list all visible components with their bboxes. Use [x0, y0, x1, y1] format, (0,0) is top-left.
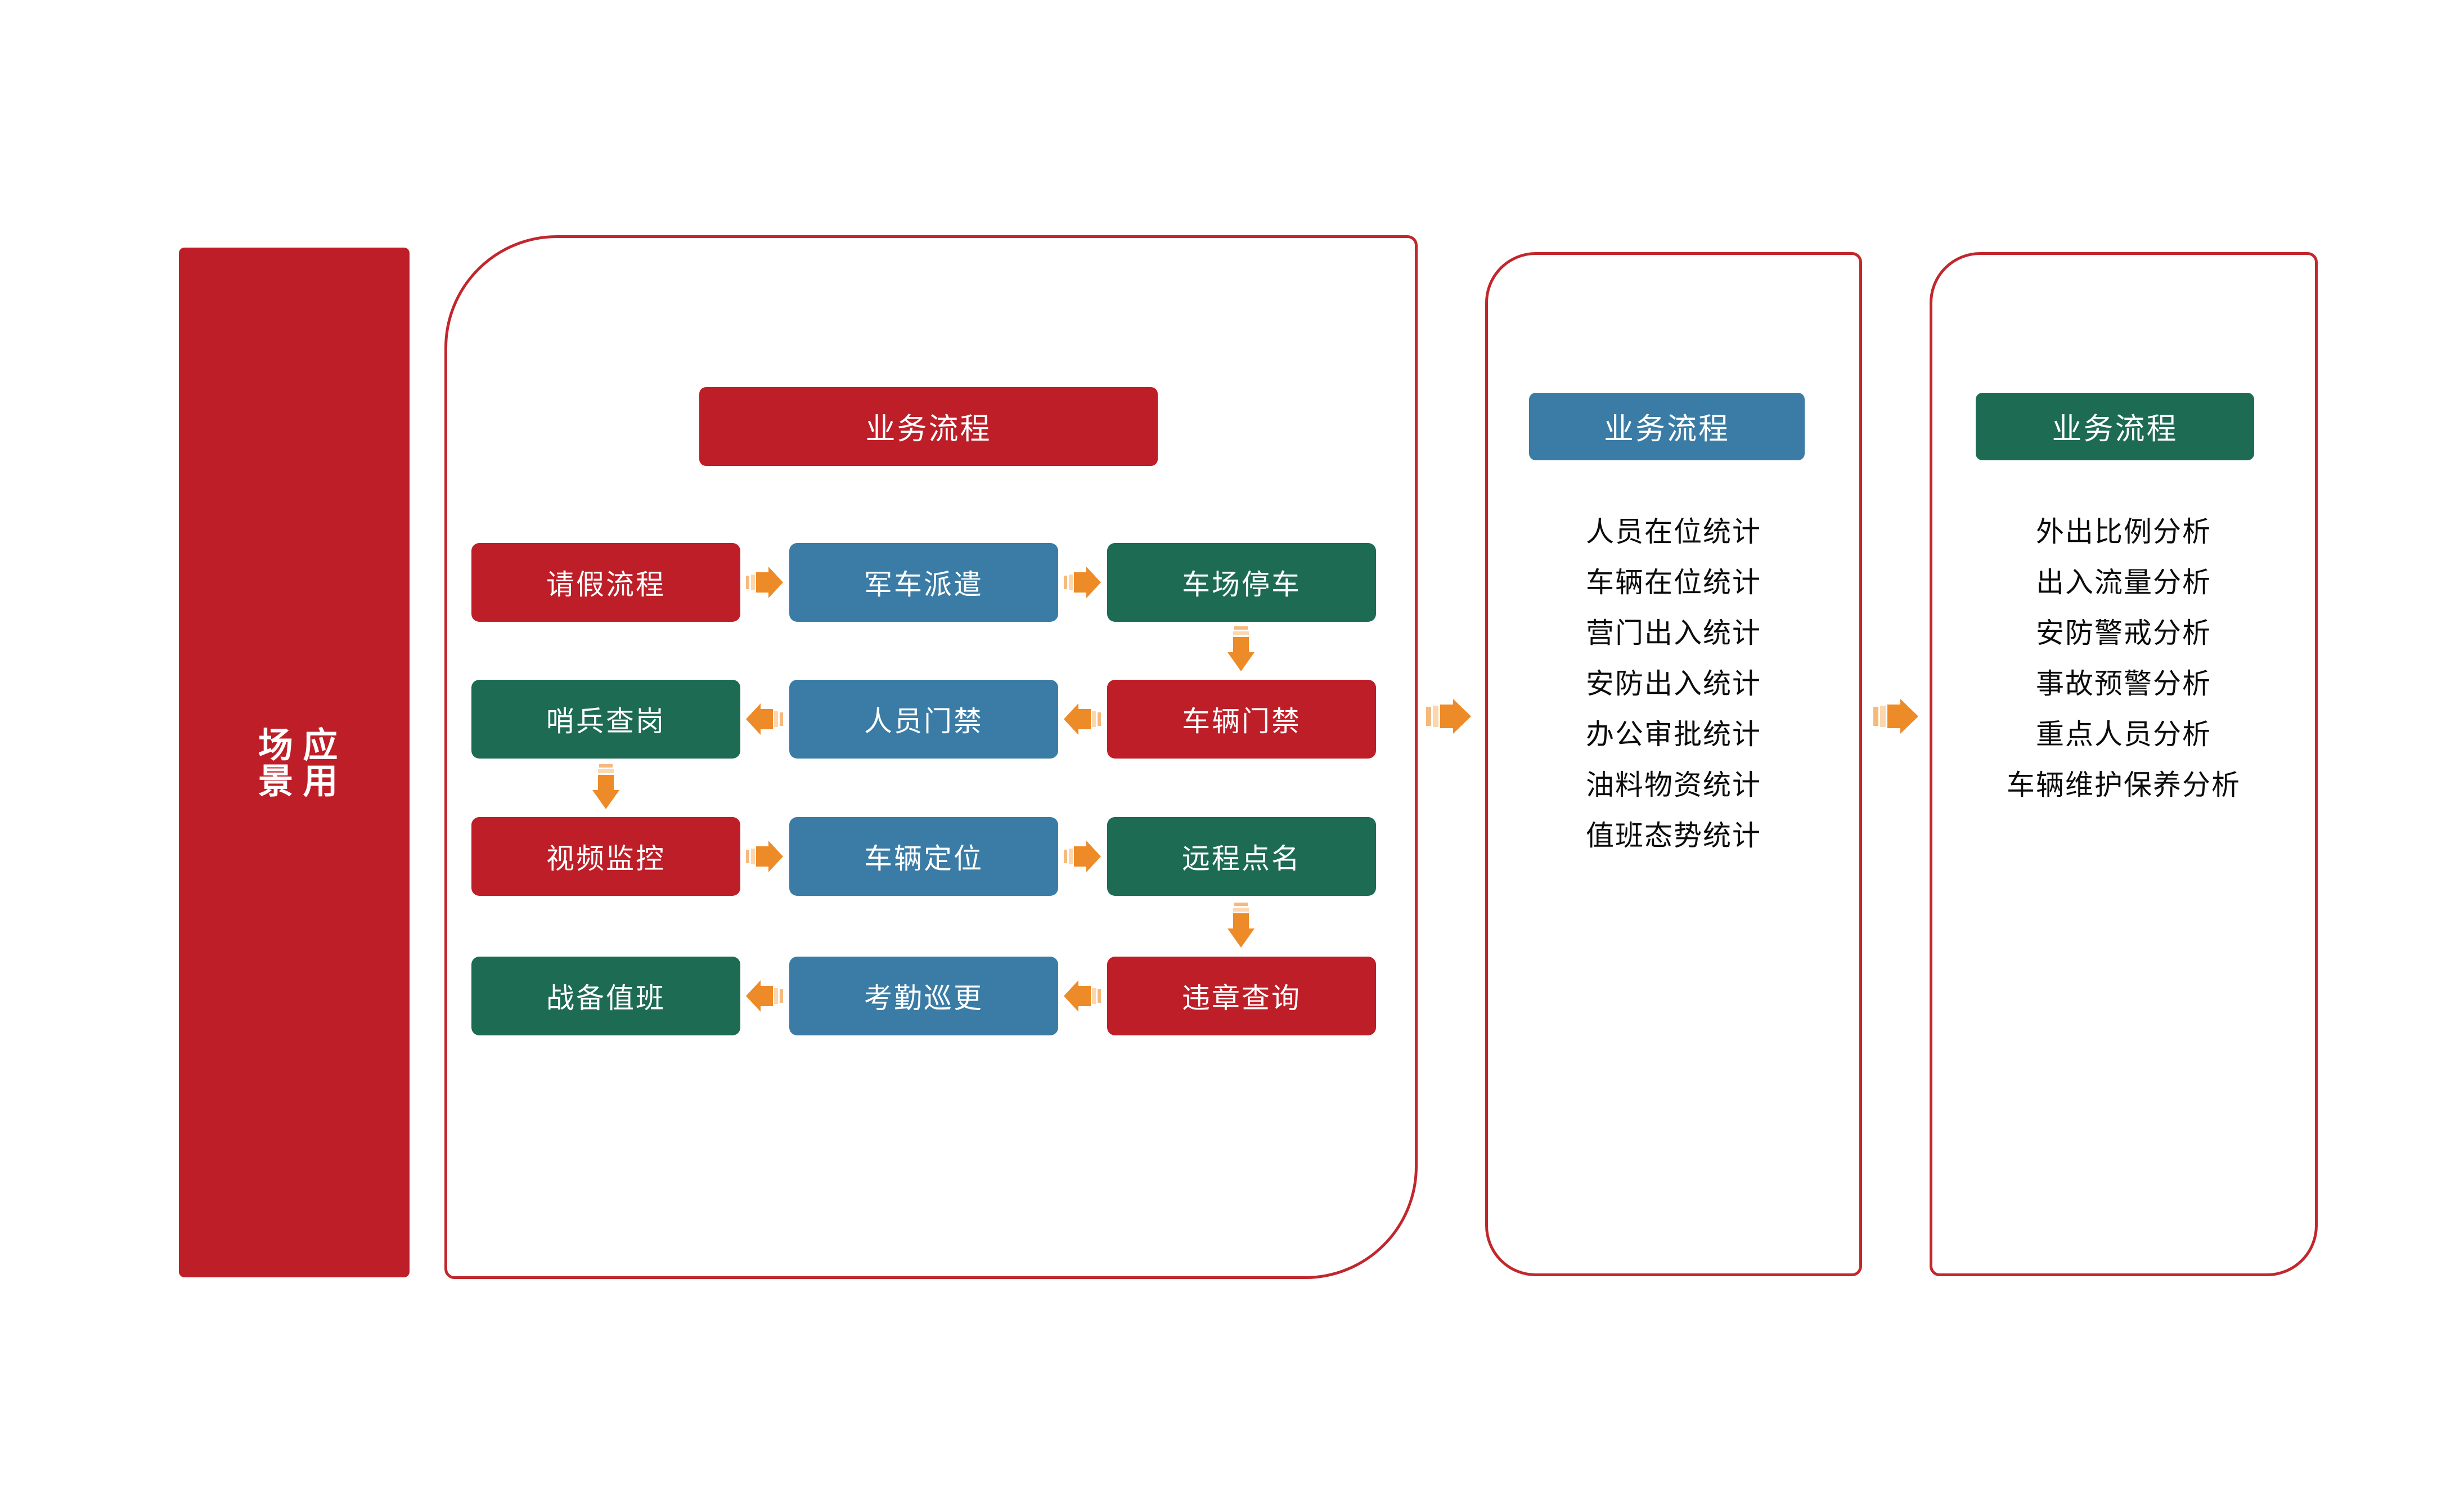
arrow-left-icon [1064, 703, 1101, 735]
list-item[interactable]: 值班态势统计 [1586, 820, 1761, 851]
arrow-left-icon [1064, 980, 1101, 1012]
flow-box-video-surveillance[interactable]: 视频监控 [471, 817, 740, 896]
list-item[interactable]: 重点人员分析 [2036, 719, 2211, 750]
flow-box-remote-roll-call[interactable]: 远程点名 [1107, 817, 1376, 896]
flow-box-sentry-check[interactable]: 哨兵查岗 [471, 680, 740, 759]
flow-box-vehicle-access[interactable]: 车辆门禁 [1107, 680, 1376, 759]
list-item[interactable]: 车辆维护保养分析 [2007, 769, 2241, 801]
application-scenario-banner: 应用 场景 [179, 248, 410, 1277]
arrow-right-icon [1426, 699, 1471, 734]
list-item[interactable]: 安防出入统计 [1586, 668, 1761, 699]
list-item[interactable]: 外出比例分析 [2036, 516, 2211, 548]
flow-box-personnel-access[interactable]: 人员门禁 [789, 680, 1058, 759]
list-item[interactable]: 事故预警分析 [2036, 668, 2211, 699]
statistics-item-list: 人员在位统计 车辆在位统计 营门出入统计 安防出入统计 办公审批统计 油料物资统… [1496, 518, 1851, 872]
arrow-right-icon [1064, 841, 1101, 872]
arrow-right-icon [1064, 567, 1101, 598]
list-item[interactable]: 油料物资统计 [1586, 769, 1761, 801]
list-item[interactable]: 人员在位统计 [1586, 516, 1761, 548]
list-item[interactable]: 营门出入统计 [1586, 617, 1761, 649]
flow-box-military-vehicle-dispatch[interactable]: 军车派遣 [789, 543, 1058, 622]
business-flow-header: 业务流程 [699, 387, 1158, 466]
arrow-right-icon [1873, 699, 1918, 734]
list-item[interactable]: 办公审批统计 [1586, 719, 1761, 750]
statistics-header: 业务流程 [1529, 393, 1805, 460]
list-item[interactable]: 出入流量分析 [2036, 567, 2211, 598]
application-scenario-label: 应用 场景 [253, 726, 336, 798]
arrow-left-icon [746, 703, 783, 735]
flow-box-vehicle-positioning[interactable]: 车辆定位 [789, 817, 1058, 896]
list-item[interactable]: 车辆在位统计 [1586, 567, 1761, 598]
list-item[interactable]: 安防警戒分析 [2036, 617, 2211, 649]
flow-box-leave-process[interactable]: 请假流程 [471, 543, 740, 622]
flow-box-attendance-patrol[interactable]: 考勤巡更 [789, 957, 1058, 1035]
analysis-item-list: 外出比例分析 出入流量分析 安防警戒分析 事故预警分析 重点人员分析 车辆维护保… [1935, 518, 2312, 822]
arrow-down-icon [1225, 903, 1257, 948]
arrow-right-icon [746, 841, 783, 872]
arrow-down-icon [590, 764, 622, 809]
arrow-right-icon [746, 567, 783, 598]
arrow-down-icon [1225, 626, 1257, 671]
flow-box-parking-lot[interactable]: 车场停车 [1107, 543, 1376, 622]
arrow-left-icon [746, 980, 783, 1012]
flow-box-violation-query[interactable]: 违章查询 [1107, 957, 1376, 1035]
flow-box-combat-readiness-duty[interactable]: 战备值班 [471, 957, 740, 1035]
analysis-header: 业务流程 [1976, 393, 2254, 460]
